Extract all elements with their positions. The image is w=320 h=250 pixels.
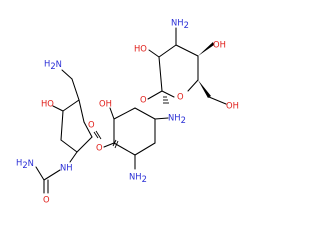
h2n-label-aminomethyl: H2N [44,59,62,71]
nh-label-urea: NH [60,163,73,173]
o-label-link-bottom: O [96,143,103,153]
oh-label-ring-b: OH [99,99,112,109]
ring-a-bonds [147,27,227,105]
ring-b-bonds [103,107,169,170]
ho-label-top-left: HO [134,44,147,54]
oh-label-ch2oh: OH [226,101,239,111]
nh2-label-top: NH2 [171,18,189,30]
o-label-link-top: O [140,95,147,105]
oh-label-top-right: OH [213,40,226,50]
h2n-label-urea: H2N [16,158,34,170]
ring-c-bonds [35,69,93,194]
ho-label-ring-c: HO [41,99,54,109]
atom-labels: NH2 HO OH OH O O NH2 OH NH2 O H2N HO O N… [16,18,239,205]
o-label-ring-a: O [177,92,184,102]
o-label-carbonyl: O [43,195,50,205]
nh2-label-ring-b-right: NH2 [168,113,186,125]
hashed-bonds [93,96,169,149]
molecule-svg: NH2 HO OH OH O O NH2 OH NH2 O H2N HO O N… [16,18,239,205]
nh2-label-ring-b-bottom: NH2 [129,172,147,184]
molecule-structure-diagram: NH2 HO OH OH O O NH2 OH NH2 O H2N HO O N… [16,17,239,205]
o-label-ring-c: O [88,120,95,130]
